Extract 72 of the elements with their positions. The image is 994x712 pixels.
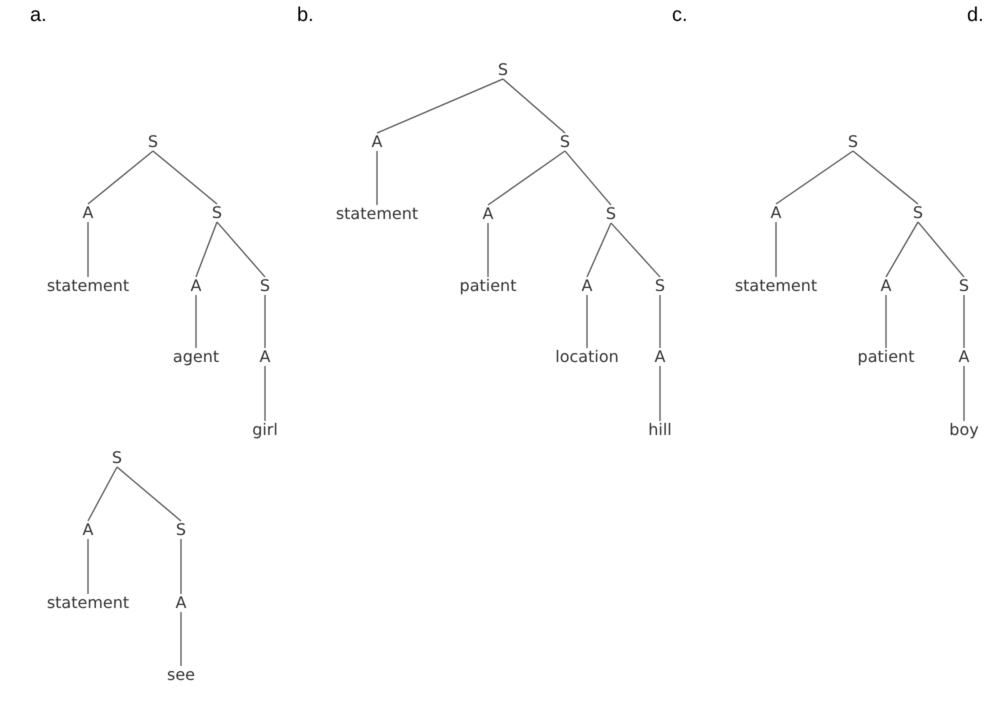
tree-branch-line [264,295,266,348]
tree-node-label: A [372,133,382,151]
tree-branch-line [195,295,197,348]
tree-node-label: A [82,521,94,539]
panel-letter: b. [297,5,314,25]
tree-branch-line [487,223,489,277]
tree-node-label: location [555,348,619,366]
tree-branch-line [963,295,965,348]
tree-node-label: A [482,205,494,223]
tree-branch-line [88,150,154,204]
tree-node-label: S [654,277,666,295]
tree-branch-line [116,466,182,522]
tree-branch-line [180,539,182,594]
tree-branch-line [586,295,588,348]
tree-node-label: girl [252,421,278,439]
tree-branch-line [776,150,854,205]
tree-node-label: S [606,205,616,223]
tree-node-label: see [166,666,196,684]
tree-node-label: A [654,348,666,366]
tree-branch-line [488,150,566,206]
tree-node-label: statement [336,205,418,223]
panel-letter: d. [967,5,984,25]
panel-letter: a. [30,5,47,25]
tree-node-label: S [112,449,122,467]
tree-branch-line [659,295,661,348]
tree-branch-line [963,366,965,421]
tree-node-label: A [82,204,94,222]
tree-node-label: S [176,521,186,539]
tree-node-label: S [958,277,970,295]
tree-node-label: S [560,133,570,151]
tree-branch-line [376,151,378,205]
tree-branch-line [775,222,777,277]
tree-node-label: hill [648,421,672,439]
tree-node-label: S [260,277,270,295]
tree-branch-line [180,612,182,666]
tree-node-label: A [770,204,782,222]
tree-node-label: S [848,133,858,151]
tree-node-label: A [260,348,270,366]
tree-node-label: statement [734,277,818,295]
tree-branch-line [502,78,566,134]
tree-branch-line [918,222,964,278]
panel-letter: c. [672,5,688,25]
tree-branch-line [610,222,660,278]
tree-node-label: patient [460,277,516,295]
tree-branch-line [885,222,919,278]
tree-branch-line [885,295,887,348]
tree-branch-line [376,78,504,134]
tree-branch-line [87,222,89,277]
tree-node-label: agent [172,348,220,366]
tree-node-label: A [190,277,202,295]
tree-node-label: S [912,204,924,222]
tree-node-label: A [880,277,892,295]
tree-branch-line [564,150,612,206]
tree-node-label: statement [46,277,130,295]
tree-node-label: S [498,61,508,79]
tree-branch-line [264,366,266,421]
tree-node-label: S [212,204,222,222]
tree-node-label: S [148,133,158,151]
tree-branch-line [87,539,89,594]
tree-branch-line [87,466,118,522]
tree-branch-line [152,150,218,204]
tree-branch-line [586,222,612,278]
tree-node-label: A [176,594,186,612]
tree-node-label: statement [46,594,130,612]
tree-node-label: patient [858,348,914,366]
tree-branch-line [195,222,218,278]
tree-node-label: A [582,277,592,295]
tree-node-label: boy [949,421,979,439]
tree-branch-line [216,222,266,278]
tree-node-label: A [958,348,970,366]
tree-branch-line [659,366,661,421]
tree-branch-line [852,150,918,204]
